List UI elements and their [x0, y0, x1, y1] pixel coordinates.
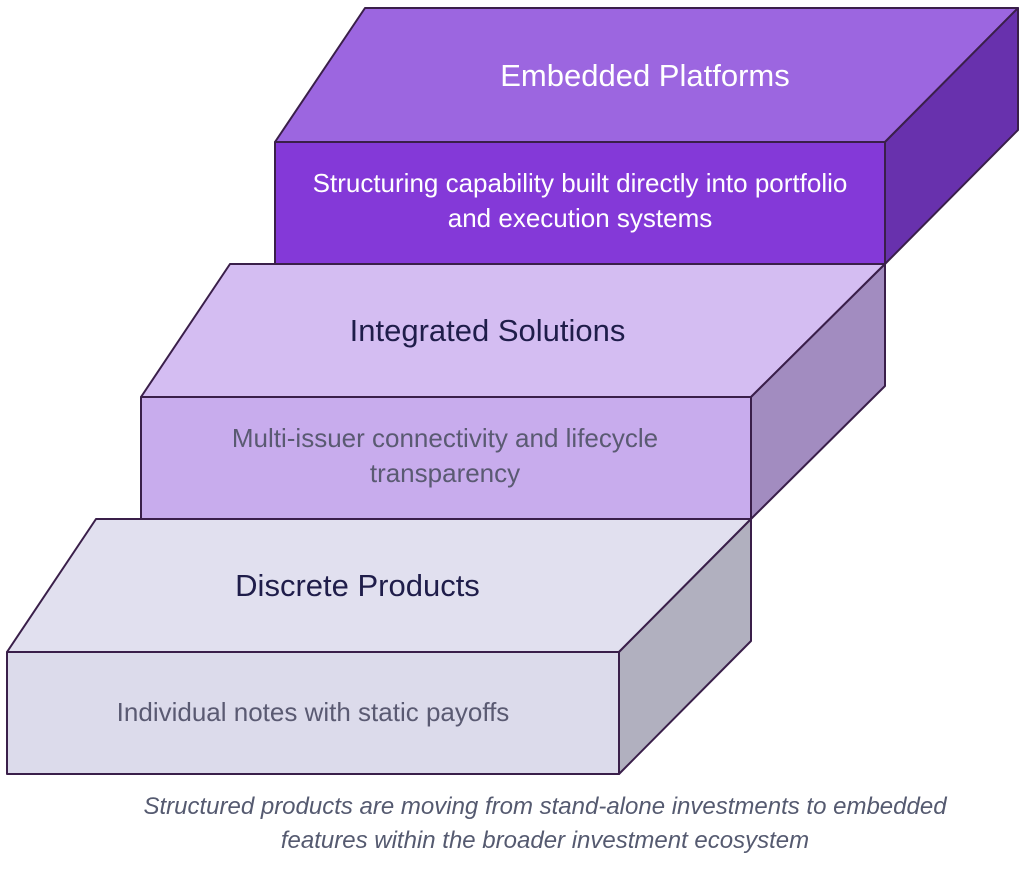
step-title-embedded-platforms: Embedded Platforms — [500, 58, 790, 93]
step-embedded-platforms — [274, 7, 1019, 265]
step-title-integrated-solutions: Integrated Solutions — [349, 313, 626, 348]
step-description-embedded-platforms: Structuring capability built directly in… — [312, 168, 848, 234]
step-front-face — [140, 396, 752, 520]
step-description-integrated-solutions: Multi-issuer connectivity and lifecycle … — [231, 423, 659, 489]
step-front-face — [6, 651, 620, 775]
step-description-discrete-products: Individual notes with static payoffs — [116, 697, 510, 727]
step-integrated-solutions — [140, 263, 886, 520]
step-discrete-products — [6, 518, 752, 775]
step-front-face — [274, 141, 886, 265]
step-title-discrete-products: Discrete Products — [235, 568, 480, 603]
diagram-caption: Structured products are moving from stan… — [143, 793, 947, 854]
